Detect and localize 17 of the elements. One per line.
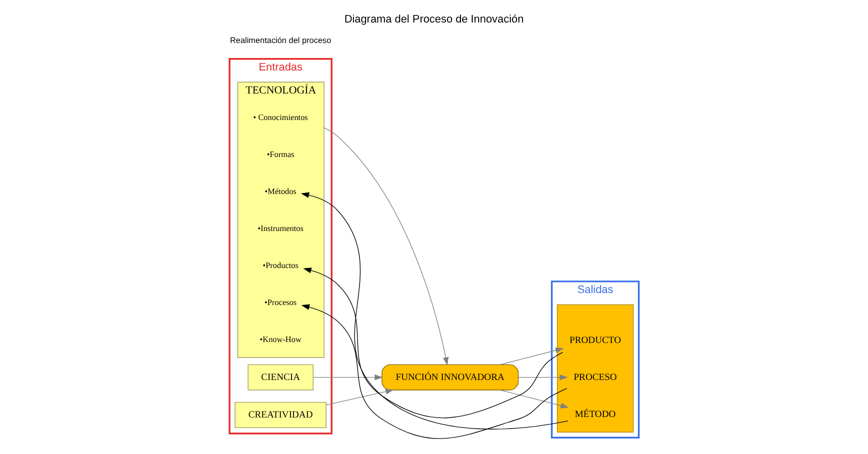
diagram-title: Diagrama del Proceso de Innovación (344, 13, 524, 26)
node-box: CIENCIA (248, 364, 314, 390)
arrow (326, 388, 394, 406)
arrow (303, 268, 564, 418)
node-box: CREATIVIDAD (234, 402, 326, 428)
arrow (301, 304, 568, 439)
arrow (300, 192, 568, 430)
node-text: PRODUCTO (570, 334, 622, 346)
arrow (518, 374, 568, 380)
node-box: FUNCIÓN INNOVADORA (382, 364, 519, 390)
node-text: MÉTODO (574, 408, 616, 420)
arrow (500, 390, 569, 408)
cluster (556, 304, 634, 432)
node-text: PROCESO (574, 372, 617, 383)
arrow (312, 374, 383, 380)
arrow (324, 127, 449, 366)
arrow (500, 348, 564, 365)
